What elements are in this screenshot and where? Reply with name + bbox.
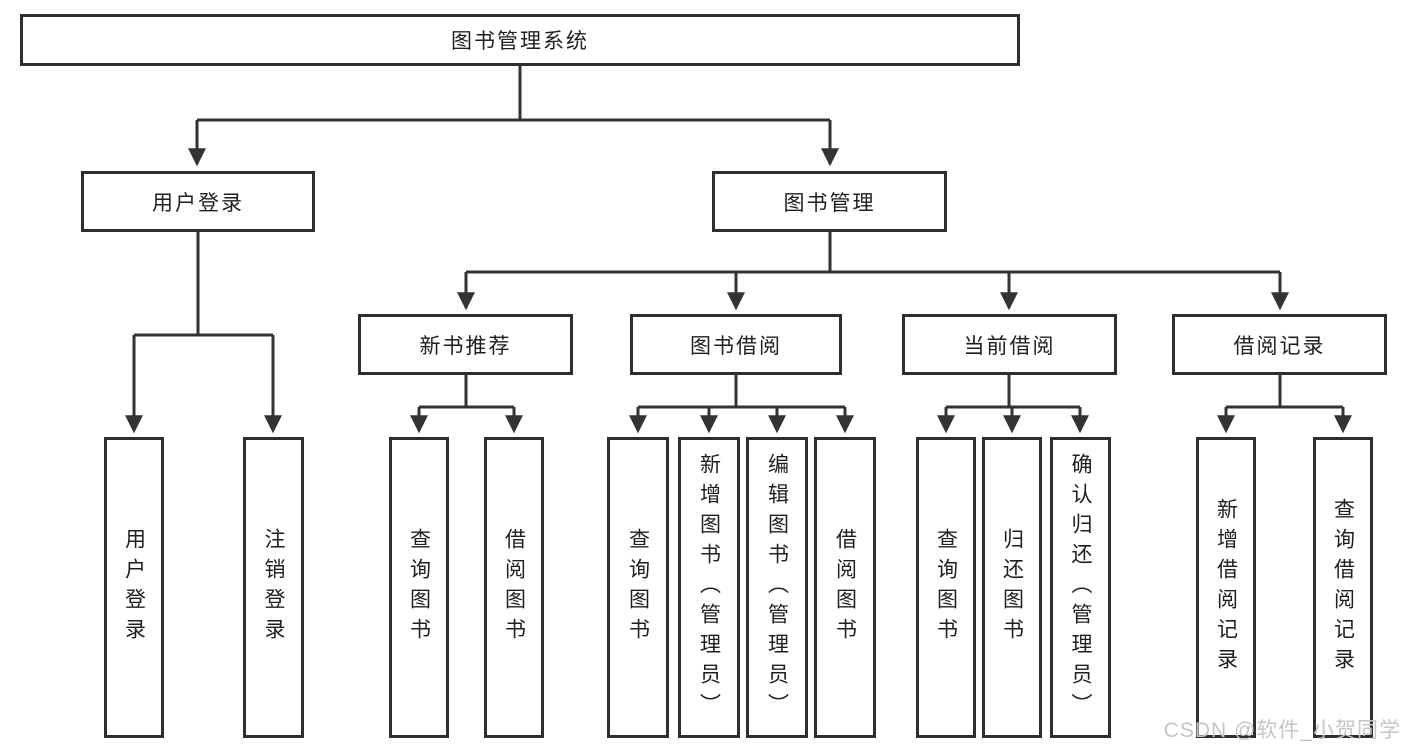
node-leaf-return-book: 归还图书 <box>982 437 1042 738</box>
node-user-login: 用户登录 <box>81 171 315 232</box>
node-leaf-borrow-book-2-label: 借阅图书 <box>833 527 857 648</box>
node-leaf-borrow-book-2: 借阅图书 <box>814 437 876 738</box>
node-leaf-user-login: 用户登录 <box>104 437 164 738</box>
node-leaf-borrow-book-1-label: 借阅图书 <box>502 527 526 648</box>
node-current-borrow-label: 当前借阅 <box>963 334 1056 358</box>
node-leaf-query-book-1: 查询图书 <box>389 437 449 738</box>
node-leaf-add-borrow-record: 新增借阅记录 <box>1196 437 1256 738</box>
csdn-watermark: CSDN @软件_小贺同学 <box>1163 719 1401 742</box>
node-leaf-query-book-3-label: 查询图书 <box>934 527 958 648</box>
node-borrow-record: 借阅记录 <box>1172 314 1387 375</box>
node-leaf-query-book-2: 查询图书 <box>607 437 669 738</box>
node-leaf-borrow-book-1: 借阅图书 <box>484 437 544 738</box>
node-leaf-logout-label: 注销登录 <box>262 527 285 648</box>
node-new-book-recommend-label: 新书推荐 <box>419 334 512 358</box>
node-leaf-edit-book-admin-label: 编辑图书（管理员） <box>765 452 789 723</box>
node-leaf-confirm-return-admin: 确认归还（管理员） <box>1050 437 1111 738</box>
node-current-borrow: 当前借阅 <box>902 314 1117 375</box>
node-user-login-label: 用户登录 <box>152 191 244 215</box>
node-leaf-query-book-3: 查询图书 <box>916 437 976 738</box>
node-book-borrow: 图书借阅 <box>630 314 842 375</box>
node-leaf-confirm-return-admin-label: 确认归还（管理员） <box>1069 452 1092 723</box>
node-leaf-logout: 注销登录 <box>243 437 304 738</box>
node-leaf-return-book-label: 归还图书 <box>1000 527 1024 648</box>
node-leaf-query-borrow-record: 查询借阅记录 <box>1313 437 1373 738</box>
node-leaf-add-book-admin-label: 新增图书（管理员） <box>697 452 721 723</box>
node-book-management-label: 图书管理 <box>783 191 876 215</box>
node-leaf-add-borrow-record-label: 新增借阅记录 <box>1214 497 1238 678</box>
node-root-label: 图书管理系统 <box>451 30 589 53</box>
node-leaf-query-book-2-label: 查询图书 <box>626 527 650 648</box>
node-leaf-add-book-admin: 新增图书（管理员） <box>678 437 740 738</box>
node-leaf-user-login-label: 用户登录 <box>122 527 146 648</box>
node-leaf-query-book-1-label: 查询图书 <box>407 527 431 648</box>
node-leaf-edit-book-admin: 编辑图书（管理员） <box>746 437 808 738</box>
node-book-management: 图书管理 <box>712 171 947 232</box>
node-leaf-query-borrow-record-label: 查询借阅记录 <box>1331 497 1355 678</box>
node-book-borrow-label: 图书借阅 <box>690 334 782 358</box>
node-new-book-recommend: 新书推荐 <box>358 314 573 375</box>
node-borrow-record-label: 借阅记录 <box>1233 334 1326 358</box>
node-root-system: 图书管理系统 <box>20 14 1020 66</box>
